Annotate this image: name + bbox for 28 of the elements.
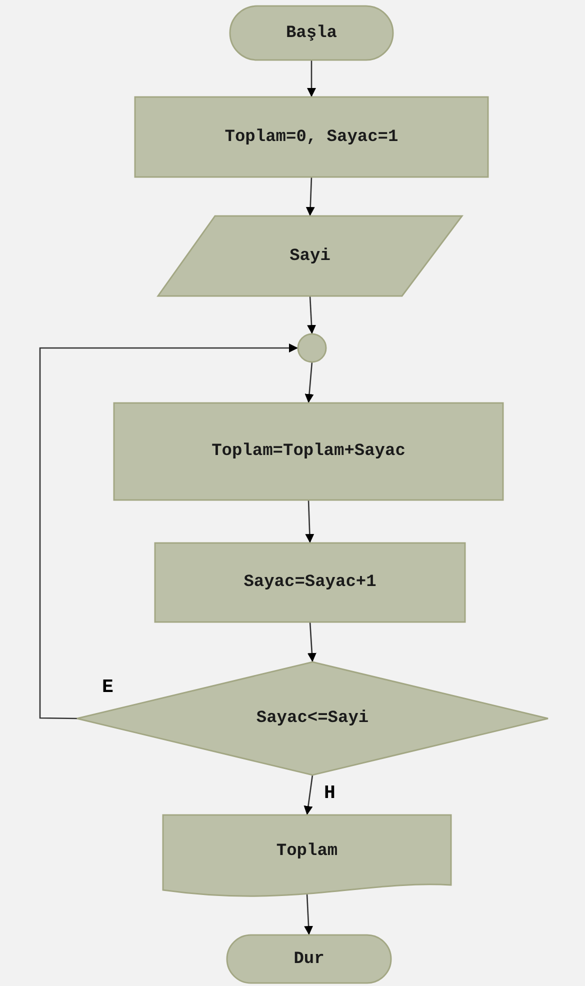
arrow	[304, 894, 314, 936]
node-label: Toplam	[276, 842, 338, 861]
arrow	[305, 500, 314, 544]
connector-circle	[298, 334, 326, 362]
edge-label: H	[324, 782, 336, 804]
node-label: Sayi	[290, 246, 330, 266]
terminal-shape	[230, 6, 393, 60]
node-label: Sayac<=Sayi	[256, 709, 369, 728]
node-label: Toplam=0, Sayac=1	[224, 128, 398, 146]
process-box	[135, 97, 488, 177]
arrow	[39, 344, 298, 720]
node-label: Toplam=Toplam+Sayac	[212, 442, 406, 461]
process-box	[155, 543, 465, 622]
node-label: Sayac=Sayac+1	[244, 573, 376, 592]
arrow	[307, 296, 316, 334]
arrow	[304, 774, 314, 816]
arrow	[304, 362, 314, 404]
node-label: Dur	[294, 950, 324, 968]
process-box	[114, 403, 503, 500]
document-shape	[163, 815, 451, 900]
decision-diamond	[77, 662, 548, 775]
arrow	[307, 622, 316, 662]
input-parallelogram	[158, 216, 462, 296]
arrow	[306, 176, 315, 216]
edge-label: E	[102, 676, 114, 698]
terminal-shape	[227, 935, 391, 983]
node-label: Başla	[286, 24, 337, 42]
arrow	[307, 60, 316, 97]
